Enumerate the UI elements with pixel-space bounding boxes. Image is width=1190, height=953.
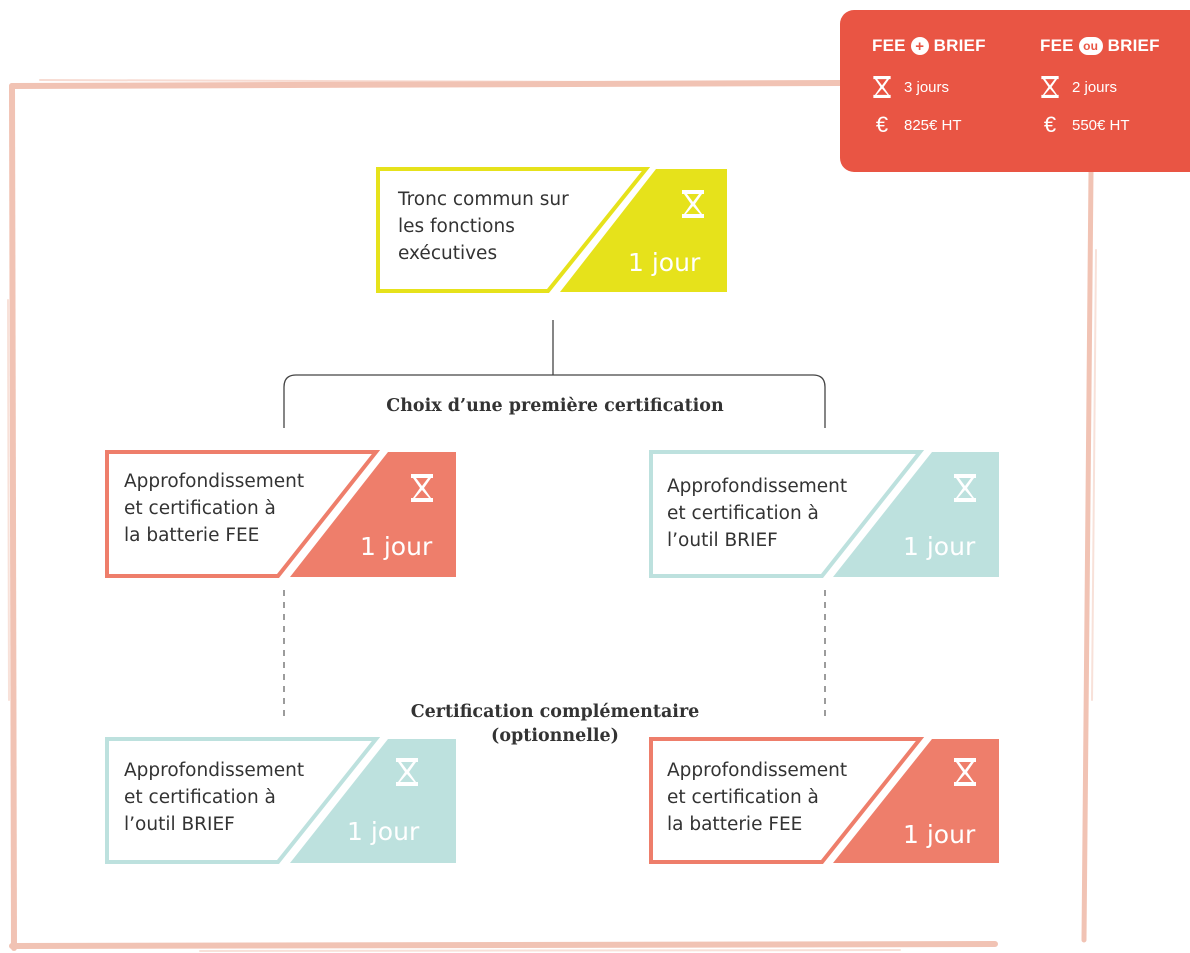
- label-line: Tronc commun sur: [398, 189, 569, 210]
- module-comp-fee-shape: [649, 737, 999, 864]
- module-comp-fee-label: Approfondissement et certification à la …: [667, 757, 847, 838]
- heading-complementary: Certification complémentaire (optionnell…: [330, 700, 780, 748]
- hourglass-icon: [411, 474, 433, 502]
- label-line: exécutives: [398, 243, 498, 264]
- euro-icon: €: [1043, 112, 1057, 137]
- ou-badge-icon: ou: [1078, 37, 1103, 55]
- pricing-title-suffix: BRIEF: [933, 36, 986, 55]
- tree-connector: [283, 320, 826, 428]
- hourglass-icon: [682, 190, 704, 218]
- heading-complementary-line2: (optionnelle): [491, 726, 619, 746]
- label-line: et certification à: [124, 498, 276, 519]
- label-line: l’outil BRIEF: [667, 530, 778, 551]
- label-line: et certification à: [667, 503, 819, 524]
- module-tronc-commun-label: Tronc commun sur les fonctions exécutive…: [398, 186, 569, 267]
- pricing-fee-or-brief: FEE ou BRIEF 2 jours € 550€ HT: [1040, 34, 1160, 136]
- heading-first-choice: Choix d’une première certification: [386, 396, 724, 416]
- pricing-title-prefix: FEE: [1040, 36, 1074, 55]
- module-first-brief-duration: 1 jour: [903, 532, 976, 561]
- hourglass-icon: [1040, 76, 1060, 98]
- label-line: Approfondissement: [667, 476, 848, 497]
- plus-badge-icon: +: [910, 37, 929, 55]
- pricing-fee-and-brief: FEE + BRIEF 3 jours € 825€ HT: [872, 34, 986, 136]
- hourglass-icon: [954, 474, 976, 502]
- hourglass-icon: [954, 758, 976, 786]
- module-comp-fee-duration: 1 jour: [903, 820, 976, 849]
- module-first-fee-shape: [105, 450, 456, 578]
- module-tronc-commun-shape: [376, 167, 727, 293]
- label-line: Approfondissement: [667, 760, 848, 781]
- pricing-title-suffix: BRIEF: [1107, 36, 1160, 55]
- label-line: Approfondissement: [124, 760, 305, 781]
- pricing-duration-row: 3 jours: [872, 76, 986, 98]
- pricing-card: FEE + BRIEF 3 jours € 825€ HT FEE ou BRI…: [840, 10, 1190, 172]
- pricing-price-row: € 550€ HT: [1040, 114, 1160, 136]
- pricing-title: FEE + BRIEF: [872, 34, 986, 58]
- label-line: la batterie FEE: [124, 525, 260, 546]
- heading-complementary-line1: Certification complémentaire: [410, 702, 700, 722]
- pricing-title: FEE ou BRIEF: [1040, 34, 1160, 58]
- hourglass-icon: [872, 76, 892, 98]
- hourglass-icon: [396, 758, 418, 786]
- pricing-duration: 3 jours: [904, 78, 950, 96]
- euro-icon: €: [875, 112, 889, 137]
- pricing-price-row: € 825€ HT: [872, 114, 986, 136]
- label-line: l’outil BRIEF: [124, 814, 235, 835]
- pricing-title-prefix: FEE: [872, 36, 906, 55]
- module-tronc-commun-duration: 1 jour: [628, 248, 701, 277]
- label-line: la batterie FEE: [667, 814, 803, 835]
- module-first-brief-label: Approfondissement et certification à l’o…: [667, 473, 847, 554]
- module-comp-brief-shape: [105, 737, 456, 864]
- dashed-connector: [283, 590, 826, 722]
- label-line: Approfondissement: [124, 471, 305, 492]
- pricing-duration-row: 2 jours: [1040, 76, 1160, 98]
- pricing-duration: 2 jours: [1072, 78, 1118, 96]
- module-first-brief-shape: [649, 450, 999, 578]
- pricing-price: 825€ HT: [904, 116, 962, 134]
- module-comp-brief-duration: 1 jour: [347, 817, 420, 846]
- pricing-price: 550€ HT: [1072, 116, 1130, 134]
- label-line: et certification à: [667, 787, 819, 808]
- module-first-fee-label: Approfondissement et certification à la …: [124, 468, 304, 549]
- label-line: les fonctions: [398, 216, 515, 237]
- module-comp-brief-label: Approfondissement et certification à l’o…: [124, 757, 304, 838]
- outer-frame: [7, 79, 1097, 952]
- module-first-fee-duration: 1 jour: [360, 532, 433, 561]
- label-line: et certification à: [124, 787, 276, 808]
